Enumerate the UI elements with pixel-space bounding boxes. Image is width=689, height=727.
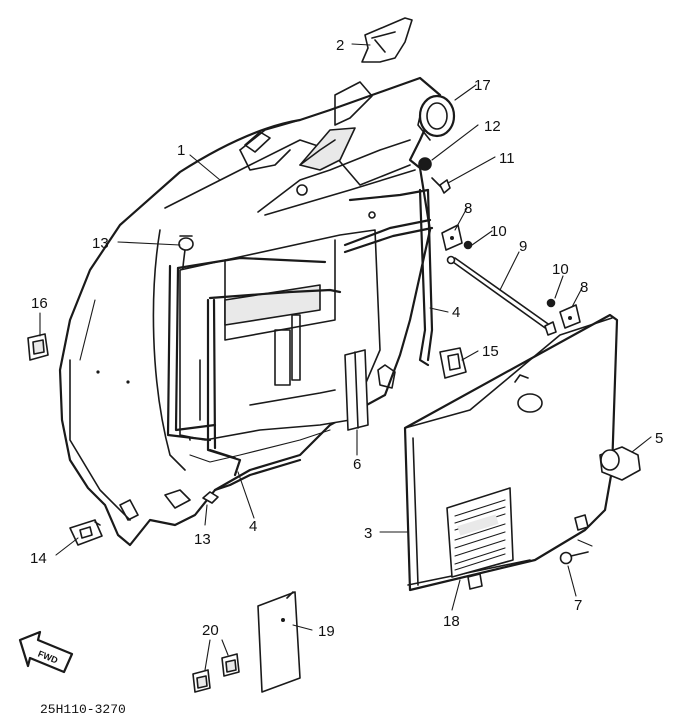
label-20: 20: [202, 622, 219, 639]
sheet-part-19: [257, 591, 301, 693]
label-6: 6: [353, 456, 361, 473]
label-3: 3: [364, 525, 372, 542]
leader-lines: [39, 43, 652, 671]
label-11: 11: [499, 150, 515, 167]
label-15: 15: [482, 343, 499, 360]
bolt-part-11: [431, 177, 451, 194]
label-7: 7: [574, 597, 582, 614]
knob-part-5: [599, 446, 641, 481]
label-1: 1: [177, 142, 185, 159]
clip-part-8-lower: [559, 304, 581, 329]
label-2: 2: [336, 37, 344, 54]
label-13-lower: 13: [194, 531, 211, 548]
label-9: 9: [519, 238, 527, 255]
clip-part-8-upper: [441, 224, 463, 251]
label-4-right: 4: [452, 304, 460, 321]
label-8-upper: 8: [464, 200, 472, 217]
label-16: 16: [31, 295, 48, 312]
clip-part-14: [69, 519, 103, 546]
label-8-lower: 8: [580, 279, 588, 296]
label-10-lower: 10: [552, 261, 569, 278]
rod-part-9: [446, 255, 557, 336]
label-14: 14: [30, 550, 47, 567]
cover-panel-part-3: [403, 313, 619, 592]
grommet-part-17: [417, 94, 456, 141]
screw-part-13-lower: [202, 491, 219, 504]
label-10-upper: 10: [490, 223, 507, 240]
label-5: 5: [655, 430, 663, 447]
pad-part-6: [344, 349, 369, 431]
screw-part-10-upper: [463, 240, 473, 250]
label-17: 17: [474, 77, 491, 94]
fwd-arrow-icon: FWD: [18, 630, 74, 674]
label-19: 19: [318, 623, 335, 640]
screw-part-13-upper: [178, 235, 194, 251]
screw-part-7: [559, 539, 593, 565]
part-code: 25H110-3270: [40, 702, 126, 717]
callout-labels: 1 2 3 4 4 5 6 7 8 8 9 10 10 11 12 13 13 …: [30, 37, 663, 640]
label-18: 18: [443, 613, 460, 630]
bracket-part-2: [361, 17, 413, 63]
clip-part-20-left: [192, 669, 211, 693]
clip-part-16: [27, 333, 49, 361]
clip-part-20-right: [221, 653, 240, 677]
screw-part-10-lower: [546, 298, 556, 308]
label-4-bottom: 4: [249, 518, 257, 535]
clip-part-15: [439, 347, 467, 379]
label-12: 12: [484, 118, 501, 135]
label-13-upper: 13: [92, 235, 109, 252]
seal-strip-part-4: [166, 188, 434, 492]
nut-part-12: [418, 157, 432, 171]
label-plate-part-18: [446, 487, 514, 578]
